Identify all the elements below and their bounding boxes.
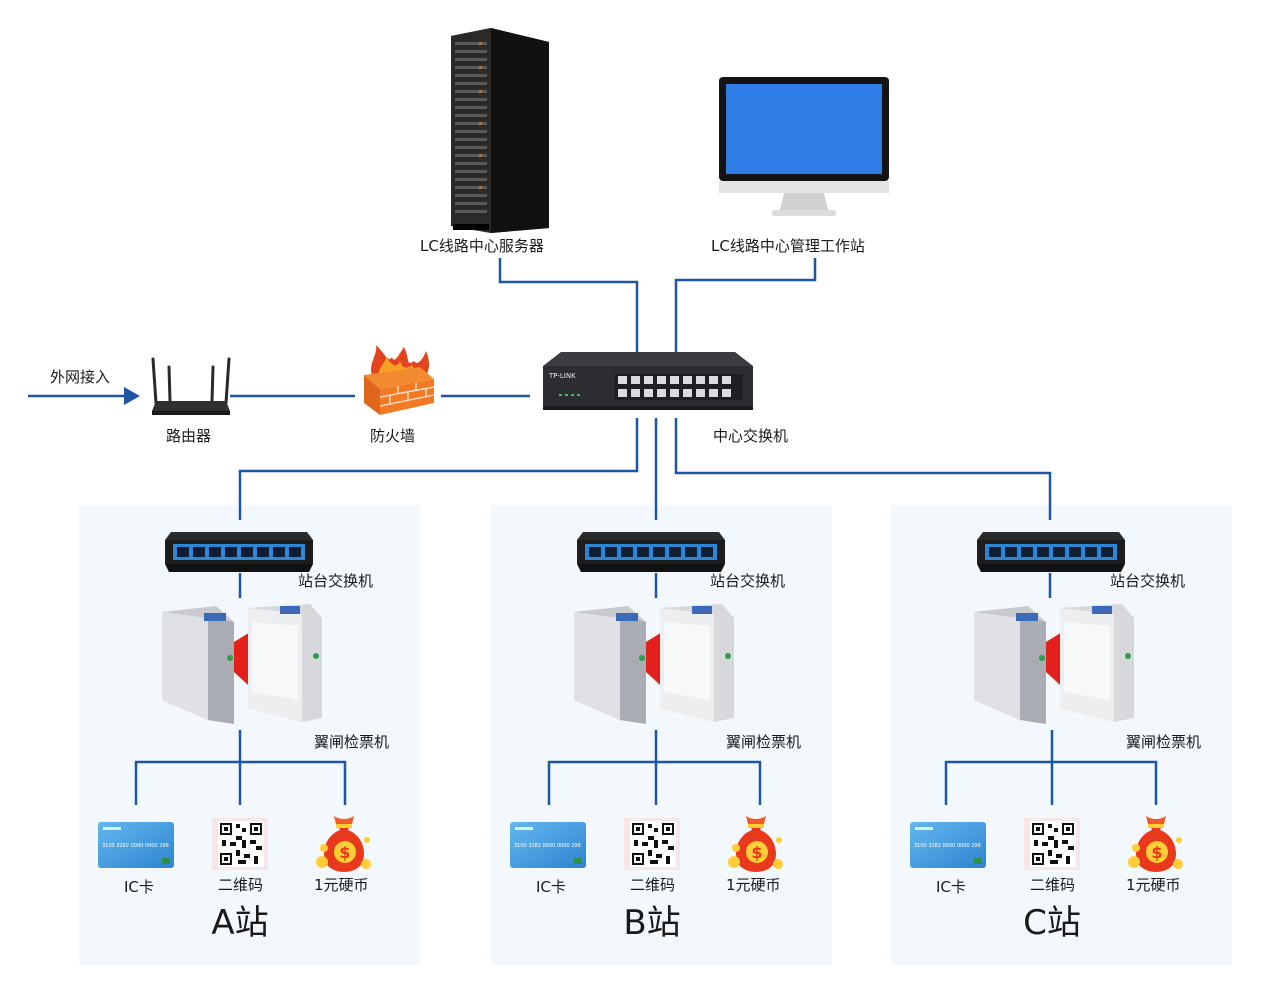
ic-card-number: 3100 3282 0000 0000 298: [514, 843, 581, 849]
station-c-panel: [891, 505, 1232, 965]
core-switch-brand: TP-LINK: [549, 372, 576, 380]
router-label: 路由器: [166, 427, 212, 445]
server-link: [498, 258, 639, 352]
ic-card-icon: [510, 822, 586, 868]
core-switch-label: 中心交换机: [713, 427, 789, 445]
core-to-c-link: [674, 418, 1052, 520]
workstation-label: LC线路中心管理工作站: [711, 237, 865, 255]
station-c-name: C站: [1023, 903, 1081, 943]
svg-text:$: $: [751, 843, 762, 862]
flap-gate-icon: [972, 600, 1136, 725]
payment-label-ic: IC卡: [936, 878, 966, 896]
server-rack-icon: [449, 28, 549, 233]
gate-label: 翼闸检票机: [726, 733, 802, 751]
ic-card-number: 3100 3282 0000 0000 298: [914, 843, 981, 849]
station-b-panel: [491, 505, 832, 965]
money-bag-icon: $: [726, 812, 786, 874]
router-icon: [150, 355, 232, 419]
station-switch-label: 站台交换机: [710, 572, 786, 590]
core-to-a-link: [238, 418, 639, 520]
monitor-icon: [718, 76, 890, 221]
station-b-name: B站: [623, 903, 681, 943]
station-switch-label: 站台交换机: [298, 572, 374, 590]
payment-label-qr: 二维码: [218, 876, 264, 894]
firewall-icon: [358, 345, 438, 417]
core-switch-icon: [543, 352, 753, 410]
payment-label-coin: 1元硬币: [314, 876, 369, 894]
gate-label: 翼闸检票机: [314, 733, 390, 751]
station-switch-label: 站台交换机: [1110, 572, 1186, 590]
station-switch-icon: [577, 532, 725, 572]
flap-gate-icon: [160, 600, 324, 725]
workstation-link: [674, 258, 817, 352]
svg-text:$: $: [1151, 843, 1162, 862]
server-label: LC线路中心服务器: [420, 237, 544, 255]
qr-code-icon: [212, 818, 268, 870]
qr-code-icon: [624, 818, 680, 870]
payment-label-ic: IC卡: [124, 878, 154, 896]
money-bag-icon: $: [314, 812, 374, 874]
qr-code-icon: [1024, 818, 1080, 870]
payment-label-qr: 二维码: [630, 876, 676, 894]
station-switch-icon: [165, 532, 313, 572]
station-a-name: A站: [211, 903, 269, 943]
svg-text:$: $: [339, 843, 350, 862]
flap-gate-icon: [572, 600, 736, 725]
payment-label-qr: 二维码: [1030, 876, 1076, 894]
payment-label-coin: 1元硬币: [726, 876, 781, 894]
ic-card-icon: [98, 822, 174, 868]
external-arrow-icon: [124, 387, 140, 405]
firewall-label: 防火墙: [370, 427, 416, 445]
payment-label-ic: IC卡: [536, 878, 566, 896]
gate-label: 翼闸检票机: [1126, 733, 1202, 751]
payment-label-coin: 1元硬币: [1126, 876, 1181, 894]
station-a-panel: [79, 505, 420, 965]
station-switch-icon: [977, 532, 1125, 572]
ic-card-icon: [910, 822, 986, 868]
ic-card-number: 3100 3282 0000 0000 298: [102, 843, 169, 849]
external-label: 外网接入: [50, 368, 111, 386]
money-bag-icon: $: [1126, 812, 1186, 874]
